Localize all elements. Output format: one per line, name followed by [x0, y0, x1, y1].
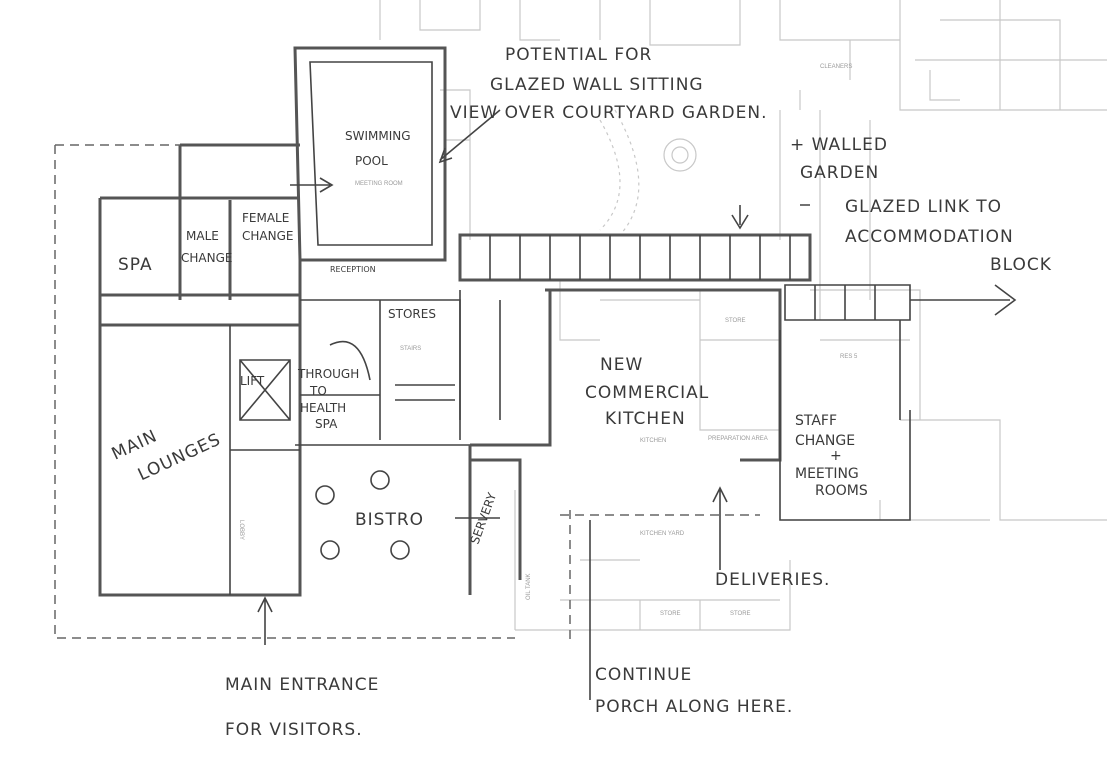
- porch-outline: [54, 144, 760, 640]
- room-reception: RECEPTION: [330, 265, 376, 274]
- plan-label-stairs: STAIRS: [400, 346, 421, 352]
- plan-label-oil-tank: OIL TANK: [526, 573, 532, 600]
- walled-garden-annotation: + WALLED GARDEN: [790, 135, 894, 183]
- existing-plan-lines: [379, 0, 1107, 631]
- plan-label-store-3: STORE: [725, 318, 746, 324]
- sketch-walls: [98, 46, 911, 597]
- room-lift: LIFT: [240, 374, 265, 388]
- room-main-lounges: MAIN LOUNGES: [109, 402, 225, 491]
- deliveries-annotation: DELIVERIES.: [715, 570, 830, 590]
- plan-label-kitchen: KITCHEN: [640, 438, 666, 444]
- plan-label-store-2: STORE: [730, 611, 751, 617]
- glazed-link-annotation: GLAZED LINK TO ACCOMMODATION BLOCK: [845, 197, 1052, 275]
- plan-label-preparation: PREPARATION AREA: [708, 436, 768, 442]
- porch-annotation: CONTINUE PORCH ALONG HERE.: [595, 665, 793, 717]
- plan-label-cleaners: CLEANERS: [820, 64, 852, 70]
- room-female-change: FEMALE CHANGE: [242, 211, 293, 243]
- plan-label-meeting-room: MEETING ROOM: [355, 181, 403, 187]
- room-swimming-pool: SWIMMING POOL: [345, 129, 414, 168]
- room-staff-change-meeting: STAFF CHANGE + MEETING ROOMS: [795, 413, 868, 499]
- room-bistro: BISTRO: [355, 510, 424, 530]
- room-new-commercial-kitchen: NEW COMMERCIAL KITCHEN: [585, 355, 716, 429]
- room-through-to-spa: THROUGH TO HEALTH SPA: [297, 367, 363, 431]
- plan-label-kitchen-yard: KITCHEN YARD: [640, 531, 685, 537]
- glazed-wall-annotation: POTENTIAL FOR GLAZED WALL SITTING VIEW O…: [450, 45, 768, 123]
- room-male-change: MALE CHANGE: [181, 229, 232, 265]
- plan-label-lobby: LOBBY: [238, 520, 244, 540]
- room-spa: SPA: [118, 255, 153, 275]
- annotation-arrows: [257, 109, 1017, 700]
- room-stores: STORES: [388, 307, 436, 321]
- main-entrance-annotation: MAIN ENTRANCE FOR VISITORS.: [225, 675, 386, 740]
- bistro-tables: [315, 470, 410, 560]
- plan-label-res: RES 5: [840, 354, 858, 360]
- plan-label-store-1: STORE: [660, 611, 681, 617]
